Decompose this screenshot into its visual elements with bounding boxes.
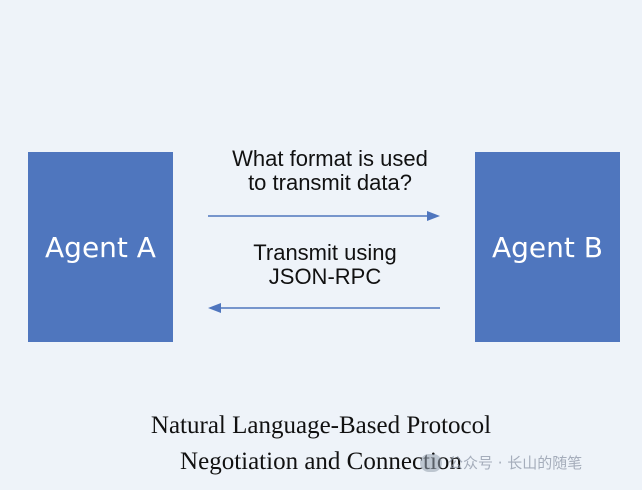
caption-line-1: Natural Language-Based Protocol (150, 412, 492, 439)
response-message: Transmit using JSON-RPC (185, 241, 465, 289)
agent-b-box: Agent B (475, 152, 620, 342)
request-message-line-1: What format is used (232, 146, 428, 171)
request-message-line-2: to transmit data? (248, 170, 412, 195)
watermark: 公众号 · 长山的随笔 (420, 452, 582, 473)
request-message: What format is used to transmit data? (180, 147, 480, 195)
agent-a-label: Agent A (45, 230, 156, 264)
arrow-left (208, 303, 440, 313)
agent-a-box: Agent A (28, 152, 173, 342)
watermark-text: 公众号 · 长山的随笔 (448, 454, 583, 472)
agent-b-label: Agent B (492, 230, 603, 264)
wechat-icon (420, 453, 442, 472)
response-message-line-1: Transmit using (253, 240, 397, 265)
caption-line-2: Negotiation and Connection (180, 448, 462, 475)
arrow-right (208, 211, 440, 221)
response-message-line-2: JSON-RPC (268, 264, 382, 289)
